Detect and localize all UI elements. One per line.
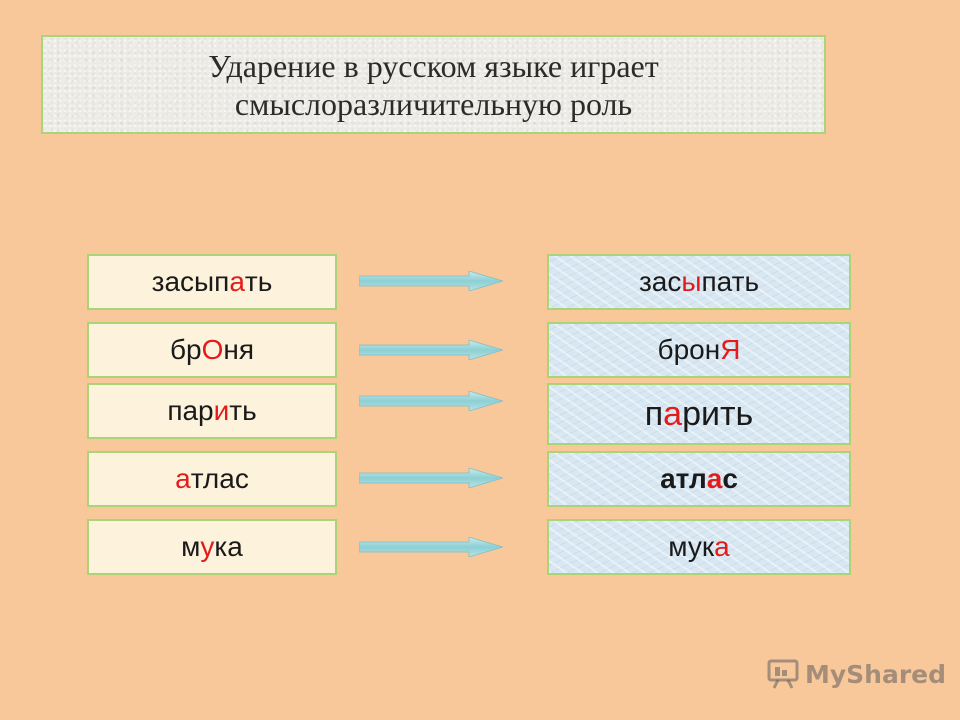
right-arrow-icon xyxy=(359,391,503,411)
watermark-text: MyShared xyxy=(805,659,947,689)
stress-letter: О xyxy=(201,334,224,365)
stress-letter: у xyxy=(200,531,215,562)
stress-letter: а xyxy=(663,394,683,433)
stress-letter: а xyxy=(706,463,723,494)
stress-letter: а xyxy=(175,463,191,494)
title-line-1: Ударение в русском языке играет xyxy=(208,48,659,84)
title-line-2: смыслоразличительную роль xyxy=(234,86,633,122)
stress-letter: а xyxy=(229,266,245,297)
presentation-icon xyxy=(767,659,799,689)
myshared-watermark: MyShared xyxy=(766,656,946,692)
title-box: Ударение в русском языке играет смыслора… xyxy=(41,35,826,134)
right-arrow-icon xyxy=(359,271,503,291)
stress-letter: ы xyxy=(681,266,702,297)
right-arrow-icon xyxy=(359,537,503,557)
right-arrow-icon xyxy=(359,468,503,488)
stress-letter: а xyxy=(714,531,730,562)
stress-letter: Я xyxy=(720,334,741,365)
right-arrow-icon xyxy=(359,340,503,360)
stress-letter: и xyxy=(213,395,230,426)
